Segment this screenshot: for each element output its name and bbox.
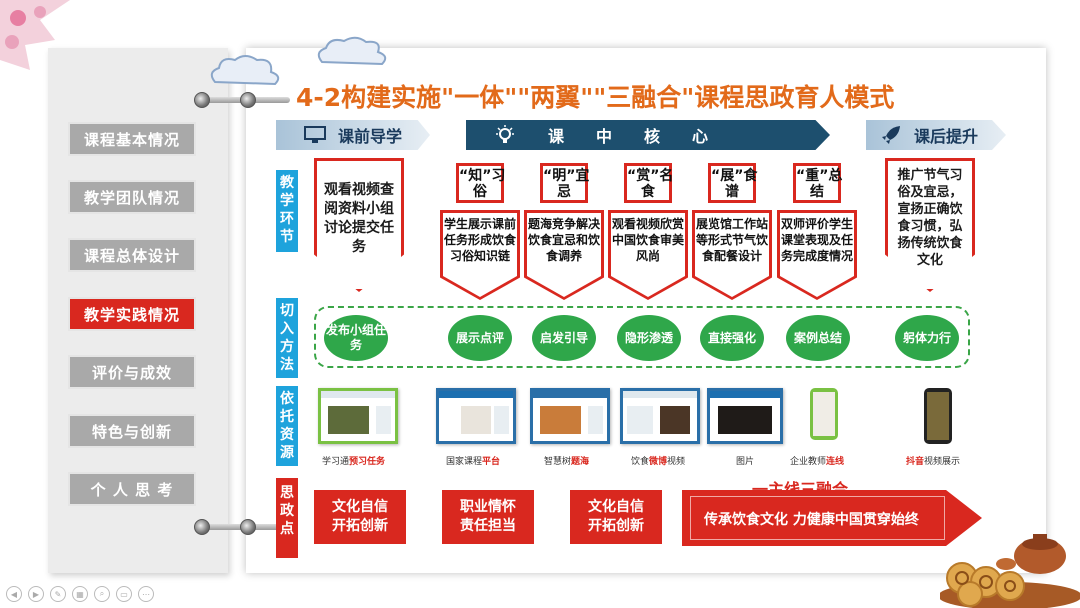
thumbnail-teacher-call [810, 388, 838, 440]
cloud-icon [317, 36, 387, 66]
method-oval: 展示点评 [448, 315, 512, 361]
phase-mid-label: 课 中 核 心 [548, 127, 709, 146]
sidebar-item-teaching-practice[interactable]: 教学实践情况 [68, 297, 196, 331]
resource-label-douyin: 抖音视频展示 [906, 457, 961, 467]
phase-post-label: 课后提升 [914, 127, 979, 146]
camera-icon[interactable]: ▭ [116, 586, 132, 602]
more-options-icon[interactable]: ⋯ [138, 586, 154, 602]
monitor-icon [302, 124, 328, 146]
step-box: 学生展示课前任务形成饮食习俗知识链 [440, 210, 520, 300]
thumbnail-national-platform [436, 388, 516, 444]
resource-label-national-platform: 国家课程平台 [446, 457, 501, 467]
sidebar-item-teaching-team[interactable]: 教学团队情况 [68, 180, 196, 214]
tag-summary: “重”总结 [793, 163, 842, 203]
method-oval: 启发引导 [532, 315, 596, 361]
food-illustration [940, 534, 1080, 608]
prev-slide-icon[interactable]: ◀ [6, 586, 22, 602]
pen-icon[interactable]: ✎ [50, 586, 66, 602]
sidebar-item-course-basics[interactable]: 课程基本情况 [68, 122, 196, 156]
row-label-ideology: 思政点 [276, 478, 298, 558]
corner-ornament [0, 0, 70, 70]
tag-know-customs: “知”习俗 [456, 163, 505, 203]
method-oval: 隐形渗透 [617, 315, 681, 361]
phase-post-class: 课后提升 [866, 120, 1006, 150]
thumbnail-pictures [707, 388, 783, 444]
mainline-arrow [682, 490, 982, 546]
ideology-box: 文化自信开拓创新 [570, 490, 662, 544]
step-box: 题海竞争解决饮食宜忌和饮食调养 [524, 210, 604, 300]
next-slide-icon[interactable]: ▶ [28, 586, 44, 602]
tag-show-recipes: “展”食谱 [708, 163, 757, 203]
cloud-icon [210, 55, 280, 86]
mainline-arrow-outline [690, 496, 945, 540]
method-oval: 案例总结 [786, 315, 850, 361]
rocket-icon [878, 124, 904, 146]
method-container [314, 306, 970, 368]
phase-in-class: 课 中 核 心 [466, 120, 830, 150]
ideology-box: 职业情怀责任担当 [442, 490, 534, 544]
phase-pre-class: 课前导学 [276, 120, 430, 150]
thumbnail-weibo-video [620, 388, 700, 444]
resource-label-weibo-video: 饮食微博视频 [631, 457, 686, 467]
sidebar-item-features[interactable]: 特色与创新 [68, 414, 196, 448]
resource-label-zhihuishu: 智慧树题海 [544, 457, 590, 467]
zoom-icon[interactable]: ⌕ [94, 586, 110, 602]
thumbnail-douyin [924, 388, 952, 444]
row-label-teaching: 教学环节 [276, 170, 298, 252]
step-box: 双师评价学生课堂表现及任务完成度情况 [777, 210, 857, 300]
sidebar-item-evaluation[interactable]: 评价与成效 [68, 355, 196, 389]
row-label-method: 切入方法 [276, 298, 298, 378]
binder-ring-bottom-left [194, 519, 210, 535]
row-label-resource: 依托资源 [276, 386, 298, 466]
thumbnail-zhihuishu [530, 388, 610, 444]
method-oval: 直接强化 [700, 315, 764, 361]
tag-appreciate-dishes: “赏”名食 [624, 163, 673, 203]
phase-pre-label: 课前导学 [338, 127, 403, 146]
sidebar-item-course-design[interactable]: 课程总体设计 [68, 238, 196, 272]
slideshow-toolbar: ◀ ▶ ✎ ▦ ⌕ ▭ ⋯ [6, 586, 154, 602]
mainline-arrow-text: 传承饮食文化 力健康中国贯穿始终 [704, 512, 919, 528]
resource-label-pictures: 图片 [736, 457, 755, 467]
thumbnail-xuexitong [318, 388, 398, 444]
method-oval: 躬体力行 [895, 315, 959, 361]
ideology-box: 文化自信开拓创新 [314, 490, 406, 544]
binder-ring-top-left [194, 92, 210, 108]
binder-ring-top-right [240, 92, 256, 108]
resource-label-xuexitong: 学习通预习任务 [322, 457, 386, 467]
grid-view-icon[interactable]: ▦ [72, 586, 88, 602]
lightbulb-icon [492, 124, 518, 146]
page-title: 4-2构建实施"一体""两翼""三融合"课程思政育人模式 [296, 83, 895, 112]
resource-label-teacher-call: 企业教师连线 [790, 457, 845, 467]
method-oval: 发布小组任务 [324, 315, 388, 361]
tag-understand-taboos: “明”宜忌 [540, 163, 589, 203]
sidebar-item-reflection[interactable]: 个 人 思 考 [68, 472, 196, 506]
binder-ring-bottom-right [240, 519, 256, 535]
